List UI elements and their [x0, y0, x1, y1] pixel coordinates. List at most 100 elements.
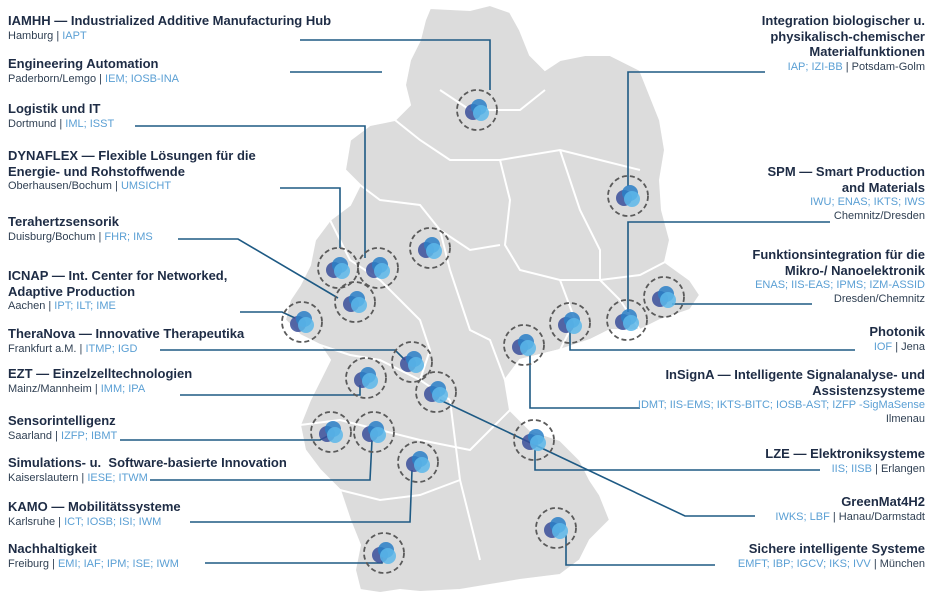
leader-iamhh — [300, 39, 491, 90]
leader-sensor — [120, 434, 331, 441]
hub-marker[interactable] — [513, 419, 555, 461]
hub-marker[interactable] — [643, 276, 685, 318]
hub-marker-ring — [345, 357, 387, 399]
label-sichere[interactable]: Sichere intelligente Systeme EMFT; IBP; … — [737, 541, 925, 570]
label-ezt[interactable]: EZT — Einzelzelltechnologien Mainz/Mannh… — [8, 366, 193, 395]
hub-marker-dot — [408, 357, 424, 373]
hub-marker-ring — [503, 324, 545, 366]
hub-marker-dot — [380, 548, 396, 564]
hub-marker-dot — [566, 318, 582, 334]
hub-marker[interactable] — [456, 89, 498, 131]
label-spm[interactable]: SPM — Smart Production and Materials IWU… — [767, 164, 925, 223]
hub-marker[interactable] — [334, 281, 376, 323]
hub-marker-ring — [334, 281, 376, 323]
leader-dynaflex — [280, 187, 341, 248]
leader-photonik — [569, 330, 855, 351]
hub-marker-ring — [535, 507, 577, 549]
label-terahertz[interactable]: Terahertzsensorik Duisburg/Bochum | FHR;… — [8, 214, 153, 243]
hub-marker-ring — [353, 411, 395, 453]
hub-marker[interactable] — [345, 357, 387, 399]
label-logistik[interactable]: Logistik und IT Dortmund | IML; ISST — [8, 101, 115, 130]
hub-marker-ring — [310, 411, 352, 453]
label-integration[interactable]: Integration biologischer u. physikalisch… — [761, 13, 925, 73]
hub-marker-ring — [415, 371, 457, 413]
hub-marker-ring — [357, 247, 399, 289]
hub-marker-dot — [414, 457, 430, 473]
hub-marker-dot — [374, 263, 390, 279]
hub-marker[interactable] — [503, 324, 545, 366]
hub-marker[interactable] — [353, 411, 395, 453]
leader-spm — [627, 221, 830, 312]
hub-marker-dot — [520, 340, 536, 356]
hub-marker[interactable] — [317, 247, 359, 289]
hub-marker-dot — [370, 427, 386, 443]
leader-integration — [627, 71, 765, 186]
leader-logistik — [135, 125, 366, 258]
hub-marker[interactable] — [391, 341, 433, 383]
hub-marker-dot — [327, 427, 343, 443]
hub-marker-ring — [606, 299, 648, 341]
hub-marker-ring — [391, 341, 433, 383]
label-engineering-automation[interactable]: Engineering Automation Paderborn/Lemgo |… — [8, 56, 180, 85]
hub-marker[interactable] — [409, 227, 451, 269]
hub-marker-ring — [317, 247, 359, 289]
label-insigna[interactable]: InSignA — Intelligente Signalanalyse- un… — [637, 367, 925, 426]
hub-marker[interactable] — [310, 411, 352, 453]
hub-marker[interactable] — [357, 247, 399, 289]
leader-nachhaltigkeit — [205, 555, 383, 564]
hub-marker-ring — [643, 276, 685, 318]
leader-ezt — [180, 385, 361, 396]
hub-marker-ring — [281, 301, 323, 343]
hub-marker-dot — [660, 292, 676, 308]
hub-marker-dot — [530, 435, 546, 451]
label-dynaflex[interactable]: DYNAFLEX — Flexible Lösungen für die Ene… — [8, 148, 256, 193]
hub-marker-dot — [362, 373, 378, 389]
hub-marker-dot — [432, 387, 448, 403]
hub-marker[interactable] — [415, 371, 457, 413]
leader-terahertz — [178, 238, 339, 299]
hub-marker-dot — [334, 263, 350, 279]
hub-marker[interactable] — [281, 301, 323, 343]
label-sensorintelligenz[interactable]: Sensorintelligenz Saarland | IZFP; IBMT — [8, 413, 118, 442]
label-kamo[interactable]: KAMO — Mobilitätssysteme Karlsruhe | ICT… — [8, 499, 181, 528]
leader-simulation — [150, 439, 373, 481]
label-funktionsintegration[interactable]: Funktionsintegration für die Mikro-/ Nan… — [752, 247, 925, 306]
hub-marker-dot — [351, 297, 367, 313]
hub-marker-dot — [473, 105, 489, 121]
hub-marker-dot — [624, 191, 640, 207]
hub-marker-ring — [397, 441, 439, 483]
hub-markers — [281, 89, 685, 574]
hub-marker-ring — [363, 532, 405, 574]
hub-marker[interactable] — [397, 441, 439, 483]
hub-marker[interactable] — [535, 507, 577, 549]
hub-marker-dot — [623, 315, 639, 331]
label-iamhh[interactable]: IAMHH — Industrialized Additive Manufact… — [8, 13, 332, 42]
label-simulation[interactable]: Simulations- u. Software-basierte Innova… — [8, 455, 287, 484]
label-photonik[interactable]: Photonik IOF | Jena — [869, 324, 925, 353]
hub-marker[interactable] — [607, 175, 649, 217]
label-icnap[interactable]: ICNAP — Int. Center for Networked, Adapt… — [8, 268, 228, 313]
hub-marker-ring — [607, 175, 649, 217]
hub-marker-ring — [409, 227, 451, 269]
leader-insigna — [529, 355, 640, 409]
label-theranova[interactable]: TheraNova — Innovative Therapeutika Fran… — [8, 326, 245, 355]
leader-kamo — [190, 469, 413, 523]
hub-marker-dot — [298, 317, 314, 333]
label-nachhaltigkeit[interactable]: Nachhaltigkeit Freiburg | EMI; IAF; IPM;… — [8, 541, 179, 570]
leader-lze — [534, 450, 820, 471]
leader-icnap — [240, 311, 296, 319]
map-silhouette — [283, 3, 702, 595]
hub-marker-ring — [549, 302, 591, 344]
leader-greenmat — [439, 399, 755, 517]
label-greenmat[interactable]: GreenMat4H2 IWKS; LBF | Hanau/Darmstadt — [775, 494, 925, 523]
label-lze[interactable]: LZE — Elektroniksysteme IIS; IISB | Erla… — [765, 446, 925, 475]
hub-marker[interactable] — [606, 299, 648, 341]
germany-outline — [283, 3, 702, 595]
hub-marker-ring — [456, 89, 498, 131]
hub-marker-ring — [513, 419, 555, 461]
hub-marker-dot — [552, 523, 568, 539]
hub-marker[interactable] — [363, 532, 405, 574]
hub-marker[interactable] — [549, 302, 591, 344]
hub-marker-dot — [426, 243, 442, 259]
